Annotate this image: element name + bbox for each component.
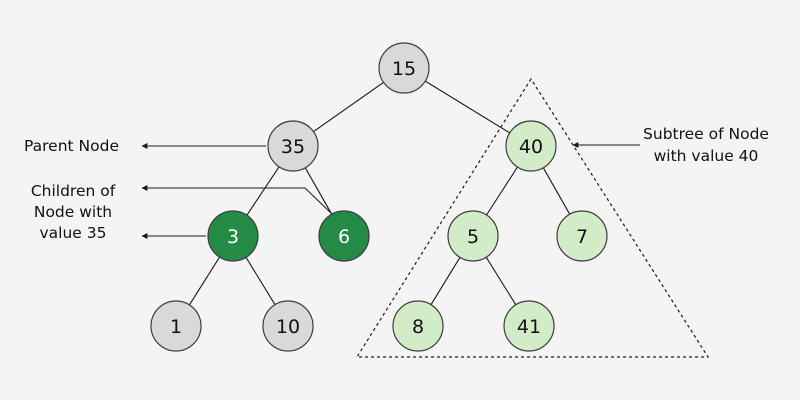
edge-15-35 [313,81,384,133]
subtree-outline-triangle [355,77,710,358]
node-circle-40 [505,120,557,172]
tree-node-15: 15 [378,42,430,94]
node-value-40: 40 [519,136,543,158]
edge-15-40 [425,80,510,134]
parent-node-label: Parent Node [24,137,119,155]
tree-node-7: 7 [556,210,608,262]
edge-3-10 [245,257,276,305]
tree-node-1: 1 [150,300,202,352]
subtree-label-line-1: Subtree of Node [643,125,769,143]
node-circle-3 [207,210,259,262]
node-value-3: 3 [227,226,239,248]
node-circle-8 [392,300,444,352]
node-circle-5 [447,210,499,262]
edge-40-7 [542,167,571,215]
node-circle-6 [318,210,370,262]
children-label-line-3: value 35 [40,224,107,242]
node-value-1: 1 [170,316,182,338]
node-circle-15 [378,42,430,94]
node-value-7: 7 [576,226,588,248]
edge-5-8 [430,257,461,305]
tree-node-3: 3 [207,210,259,262]
node-value-41: 41 [517,316,541,338]
tree-node-8: 8 [392,300,444,352]
node-value-10: 10 [276,316,300,338]
annotation-arrows [141,142,640,239]
subtree-label-line-2: with value 40 [654,147,759,165]
tree-node-5: 5 [447,210,499,262]
node-value-6: 6 [338,226,350,248]
node-circle-7 [556,210,608,262]
children-arrow-upper [141,185,334,216]
tree-node-6: 6 [318,210,370,262]
node-circle-35 [267,120,319,172]
tree-node-35: 35 [267,120,319,172]
node-value-35: 35 [281,136,305,158]
node-value-8: 8 [412,316,424,338]
children-label-line-1: Children of [31,182,116,200]
tree-node-41: 41 [503,300,555,352]
edge-40-5 [486,166,518,216]
edge-35-6 [304,167,333,215]
node-value-15: 15 [392,58,416,80]
node-circle-10 [262,300,314,352]
tree-node-10: 10 [262,300,314,352]
children-label-line-2: Node with [34,203,112,221]
tree-nodes: 15 35 40 3 6 5 7 1 10 8 41 [150,42,608,352]
node-value-5: 5 [467,226,479,248]
edge-5-41 [485,256,517,306]
node-circle-41 [503,300,555,352]
annotation-labels: Parent Node Children of Node with value … [24,125,769,242]
edge-35-3 [246,166,280,216]
tree-edges [188,80,571,306]
edge-3-1 [188,256,221,306]
tree-node-40: 40 [505,120,557,172]
node-circle-1 [150,300,202,352]
